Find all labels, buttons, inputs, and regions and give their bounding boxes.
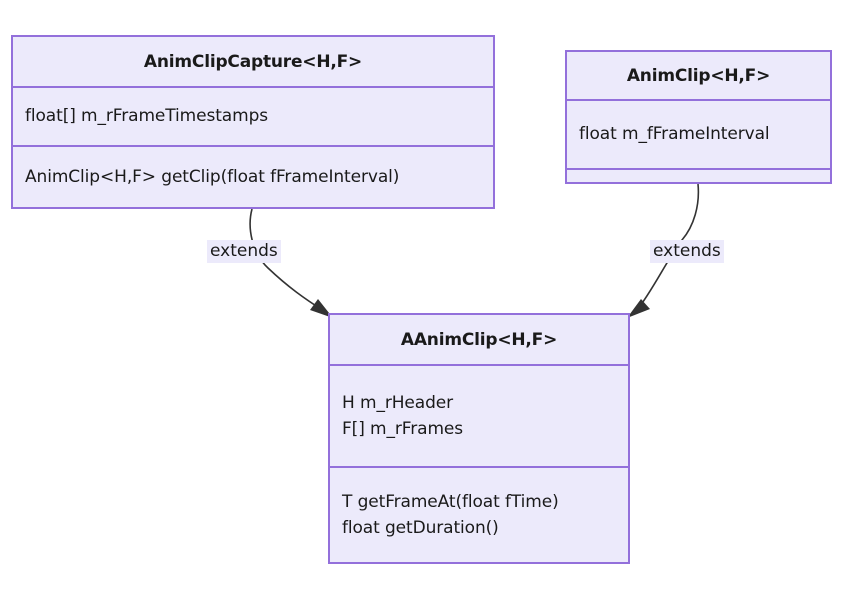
edge-animclipcapture-to-aanimclip [249, 208, 333, 318]
class-name-animclip: AnimClip<H,F> [626, 65, 771, 86]
class-title-compartment: AnimClipCapture<H,F> [13, 37, 493, 86]
class-name-aanimclip: AAnimClip<H,F> [400, 329, 558, 350]
class-attributes-compartment: H m_rHeader F[] m_rFrames [330, 364, 628, 466]
edge-label-extends-left: extends [207, 240, 281, 264]
class-title-compartment: AAnimClip<H,F> [330, 315, 628, 364]
class-attributes-compartment: float[] m_rFrameTimestamps [13, 86, 493, 145]
class-box-animclip[interactable]: AnimClip<H,F> float m_fFrameInterval [565, 50, 832, 184]
class-method: float getDuration() [342, 518, 499, 538]
arrowhead-right [627, 299, 650, 318]
class-attribute: H m_rHeader [342, 392, 454, 413]
class-attributes-compartment: float m_fFrameInterval [567, 99, 830, 168]
edge-label-extends-right: extends [650, 240, 724, 264]
class-title-compartment: AnimClip<H,F> [567, 52, 830, 99]
class-methods-compartment: T getFrameAt(float fTime) float getDurat… [330, 466, 628, 562]
class-methods-compartment-empty [567, 168, 830, 182]
class-methods-compartment: AnimClip<H,F> getClip(float fFrameInterv… [13, 145, 493, 207]
class-attribute: F[] m_rFrames [342, 419, 464, 439]
class-method: T getFrameAt(float fTime) [342, 491, 559, 512]
class-box-aanimclip[interactable]: AAnimClip<H,F> H m_rHeader F[] m_rFrames… [328, 313, 630, 564]
class-box-animclipcapture[interactable]: AnimClipCapture<H,F> float[] m_rFrameTim… [11, 35, 495, 209]
class-name-animclipcapture: AnimClipCapture<H,F> [143, 51, 363, 72]
class-method: AnimClip<H,F> getClip(float fFrameInterv… [25, 166, 400, 187]
class-attribute: float[] m_rFrameTimestamps [25, 106, 269, 127]
class-attribute: float m_fFrameInterval [579, 124, 770, 145]
